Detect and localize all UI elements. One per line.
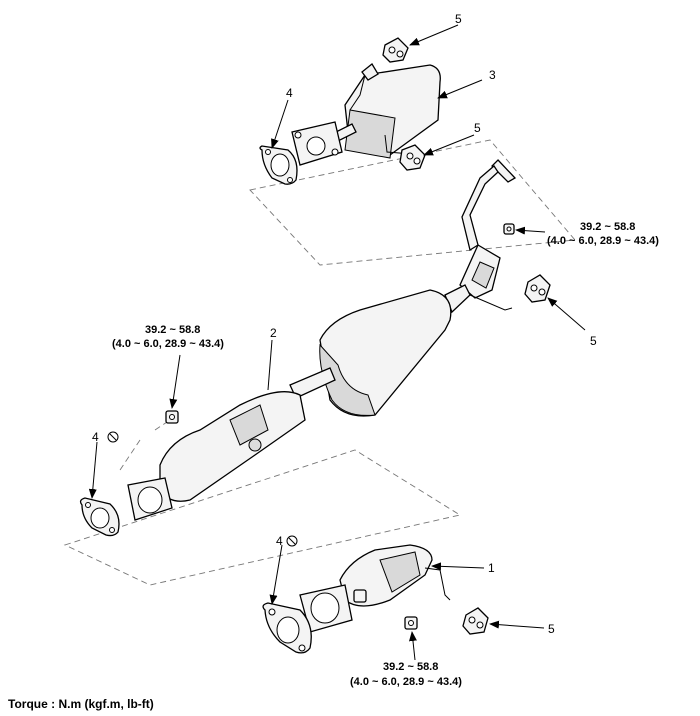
hanger-rubber-top [382, 37, 409, 63]
callout-3: 3 [489, 68, 496, 82]
hanger-rubber-bottom [462, 607, 489, 635]
torque-value: 39.2 ~ 58.8 [383, 661, 438, 673]
guide-box-bottom [63, 449, 462, 586]
hanger-rubber-right [524, 274, 551, 303]
torque-alt-units: (4.0 ~ 6.0, 28.9 ~ 43.4) [350, 676, 462, 688]
torque-value: 39.2 ~ 58.8 [580, 221, 635, 233]
torque-alt-units: (4.0 ~ 6.0, 28.9 ~ 43.4) [547, 235, 659, 247]
gasket-top [259, 145, 298, 185]
torque-alt-units: (4.0 ~ 6.0, 28.9 ~ 43.4) [112, 338, 224, 350]
torque-spec-mid-left: 39.2 ~ 58.8 (4.0 ~ 6.0, 28.9 ~ 43.4) [112, 324, 224, 350]
nut-bottom [404, 616, 418, 630]
callout-5-right: 5 [590, 334, 597, 348]
callout-5-bottom: 5 [548, 622, 555, 636]
torque-units-note: Torque : N.m (kgf.m, lb-ft) [8, 697, 154, 711]
callout-5-mid: 5 [474, 121, 481, 135]
torque-spec-upper-right: 39.2 ~ 58.8 (4.0 ~ 6.0, 28.9 ~ 43.4) [547, 221, 659, 247]
hanger-rubber-mid [399, 144, 426, 171]
circle-slash-icon [107, 431, 119, 443]
center-pipe [127, 159, 517, 521]
torque-spec-bottom: 39.2 ~ 58.8 (4.0 ~ 6.0, 28.9 ~ 43.4) [350, 661, 462, 688]
callout-4-bottom: 4 [276, 534, 283, 548]
gasket-bottom [262, 602, 312, 654]
circle-slash-icon [286, 535, 298, 547]
callout-5-top: 5 [455, 12, 462, 26]
nut-upper-right [503, 223, 515, 235]
callout-4-mid: 4 [92, 430, 99, 444]
leader-lines [88, 24, 586, 661]
main-muffler [291, 63, 441, 166]
front-muffler-pipe [299, 544, 451, 633]
callout-2: 2 [270, 326, 277, 340]
callout-1: 1 [488, 561, 495, 575]
gasket-mid [79, 497, 120, 537]
torque-value: 39.2 ~ 58.8 [145, 324, 200, 336]
callout-4-top: 4 [286, 86, 293, 100]
nut-mid-left [165, 410, 179, 424]
